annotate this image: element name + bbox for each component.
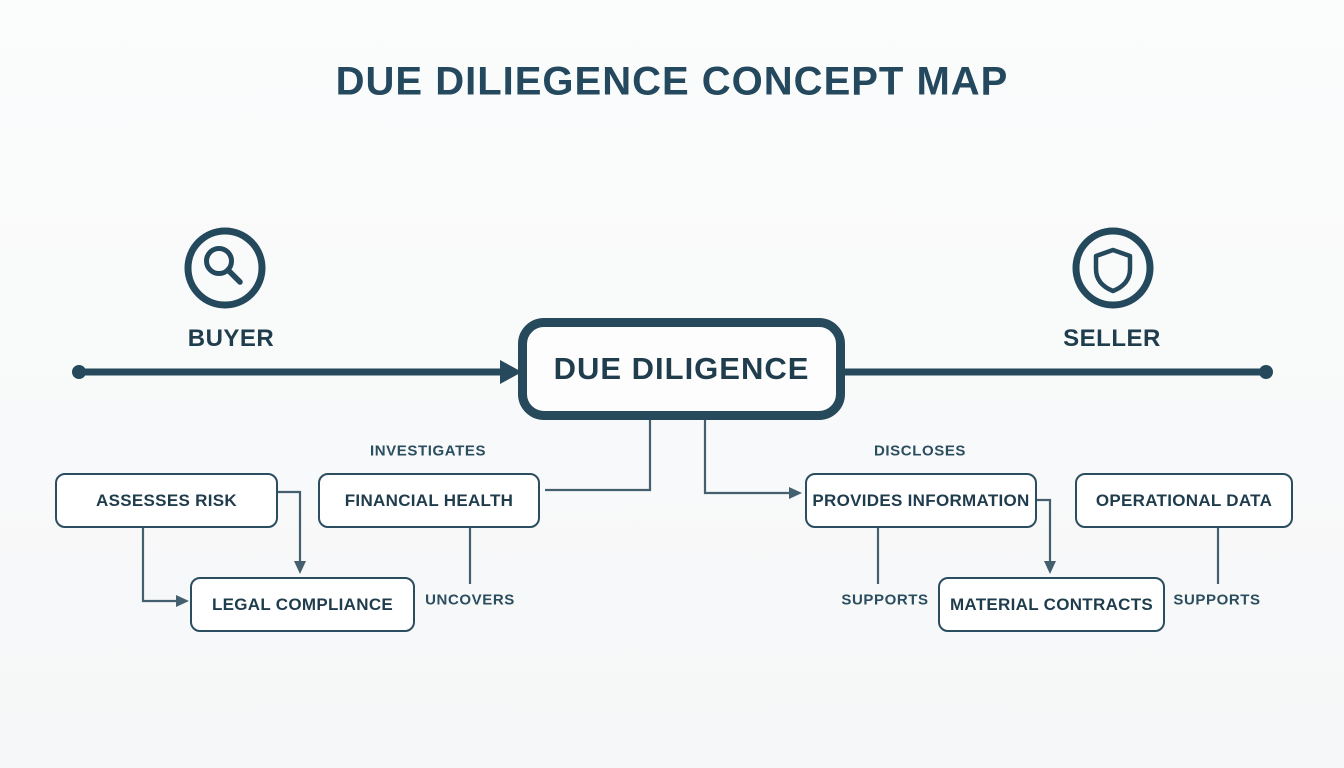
- node-legal-compliance: LEGAL COMPLIANCE: [190, 577, 415, 632]
- node-label: FINANCIAL HEALTH: [344, 490, 514, 510]
- seller-label: SELLER: [1063, 325, 1161, 352]
- node-label: LEGAL COMPLIANCE: [211, 594, 394, 614]
- node-label: PROVIDES INFORMATION: [812, 490, 1030, 510]
- node-assesses-risk: ASSESSES RISK: [55, 473, 278, 528]
- edge-label-supports-left: SUPPORTS: [837, 591, 933, 609]
- node-material-contracts: MATERIAL CONTRACTS: [938, 577, 1165, 632]
- node-due-diligence: DUE DILIGENCE: [518, 318, 845, 420]
- magnifier-icon: [184, 227, 266, 309]
- node-label: OPERATIONAL DATA: [1095, 490, 1273, 510]
- node-financial-health: FINANCIAL HEALTH: [318, 473, 540, 528]
- page-title: DUE DILIEGENCE CONCEPT MAP: [335, 59, 1009, 104]
- node-due-diligence-label: DUE DILIGENCE: [553, 351, 810, 386]
- buyer-label: BUYER: [187, 325, 275, 352]
- edge-label-uncovers: UNCOVERS: [421, 591, 519, 609]
- node-label: ASSESSES RISK: [96, 490, 237, 510]
- edge-label-discloses: DISCLOSES: [873, 442, 967, 460]
- connector-arrowheads: [176, 487, 1056, 607]
- node-label: MATERIAL CONTRACTS: [949, 594, 1154, 614]
- shield-icon: [1072, 227, 1154, 309]
- edge-label-supports-right: SUPPORTS: [1169, 591, 1265, 609]
- main-axis: [72, 360, 1273, 384]
- node-operational-data: OPERATIONAL DATA: [1075, 473, 1293, 528]
- node-provides-information: PROVIDES INFORMATION: [805, 473, 1037, 528]
- thin-connectors: [141, 420, 1220, 603]
- edge-label-investigates: INVESTIGATES: [369, 442, 487, 460]
